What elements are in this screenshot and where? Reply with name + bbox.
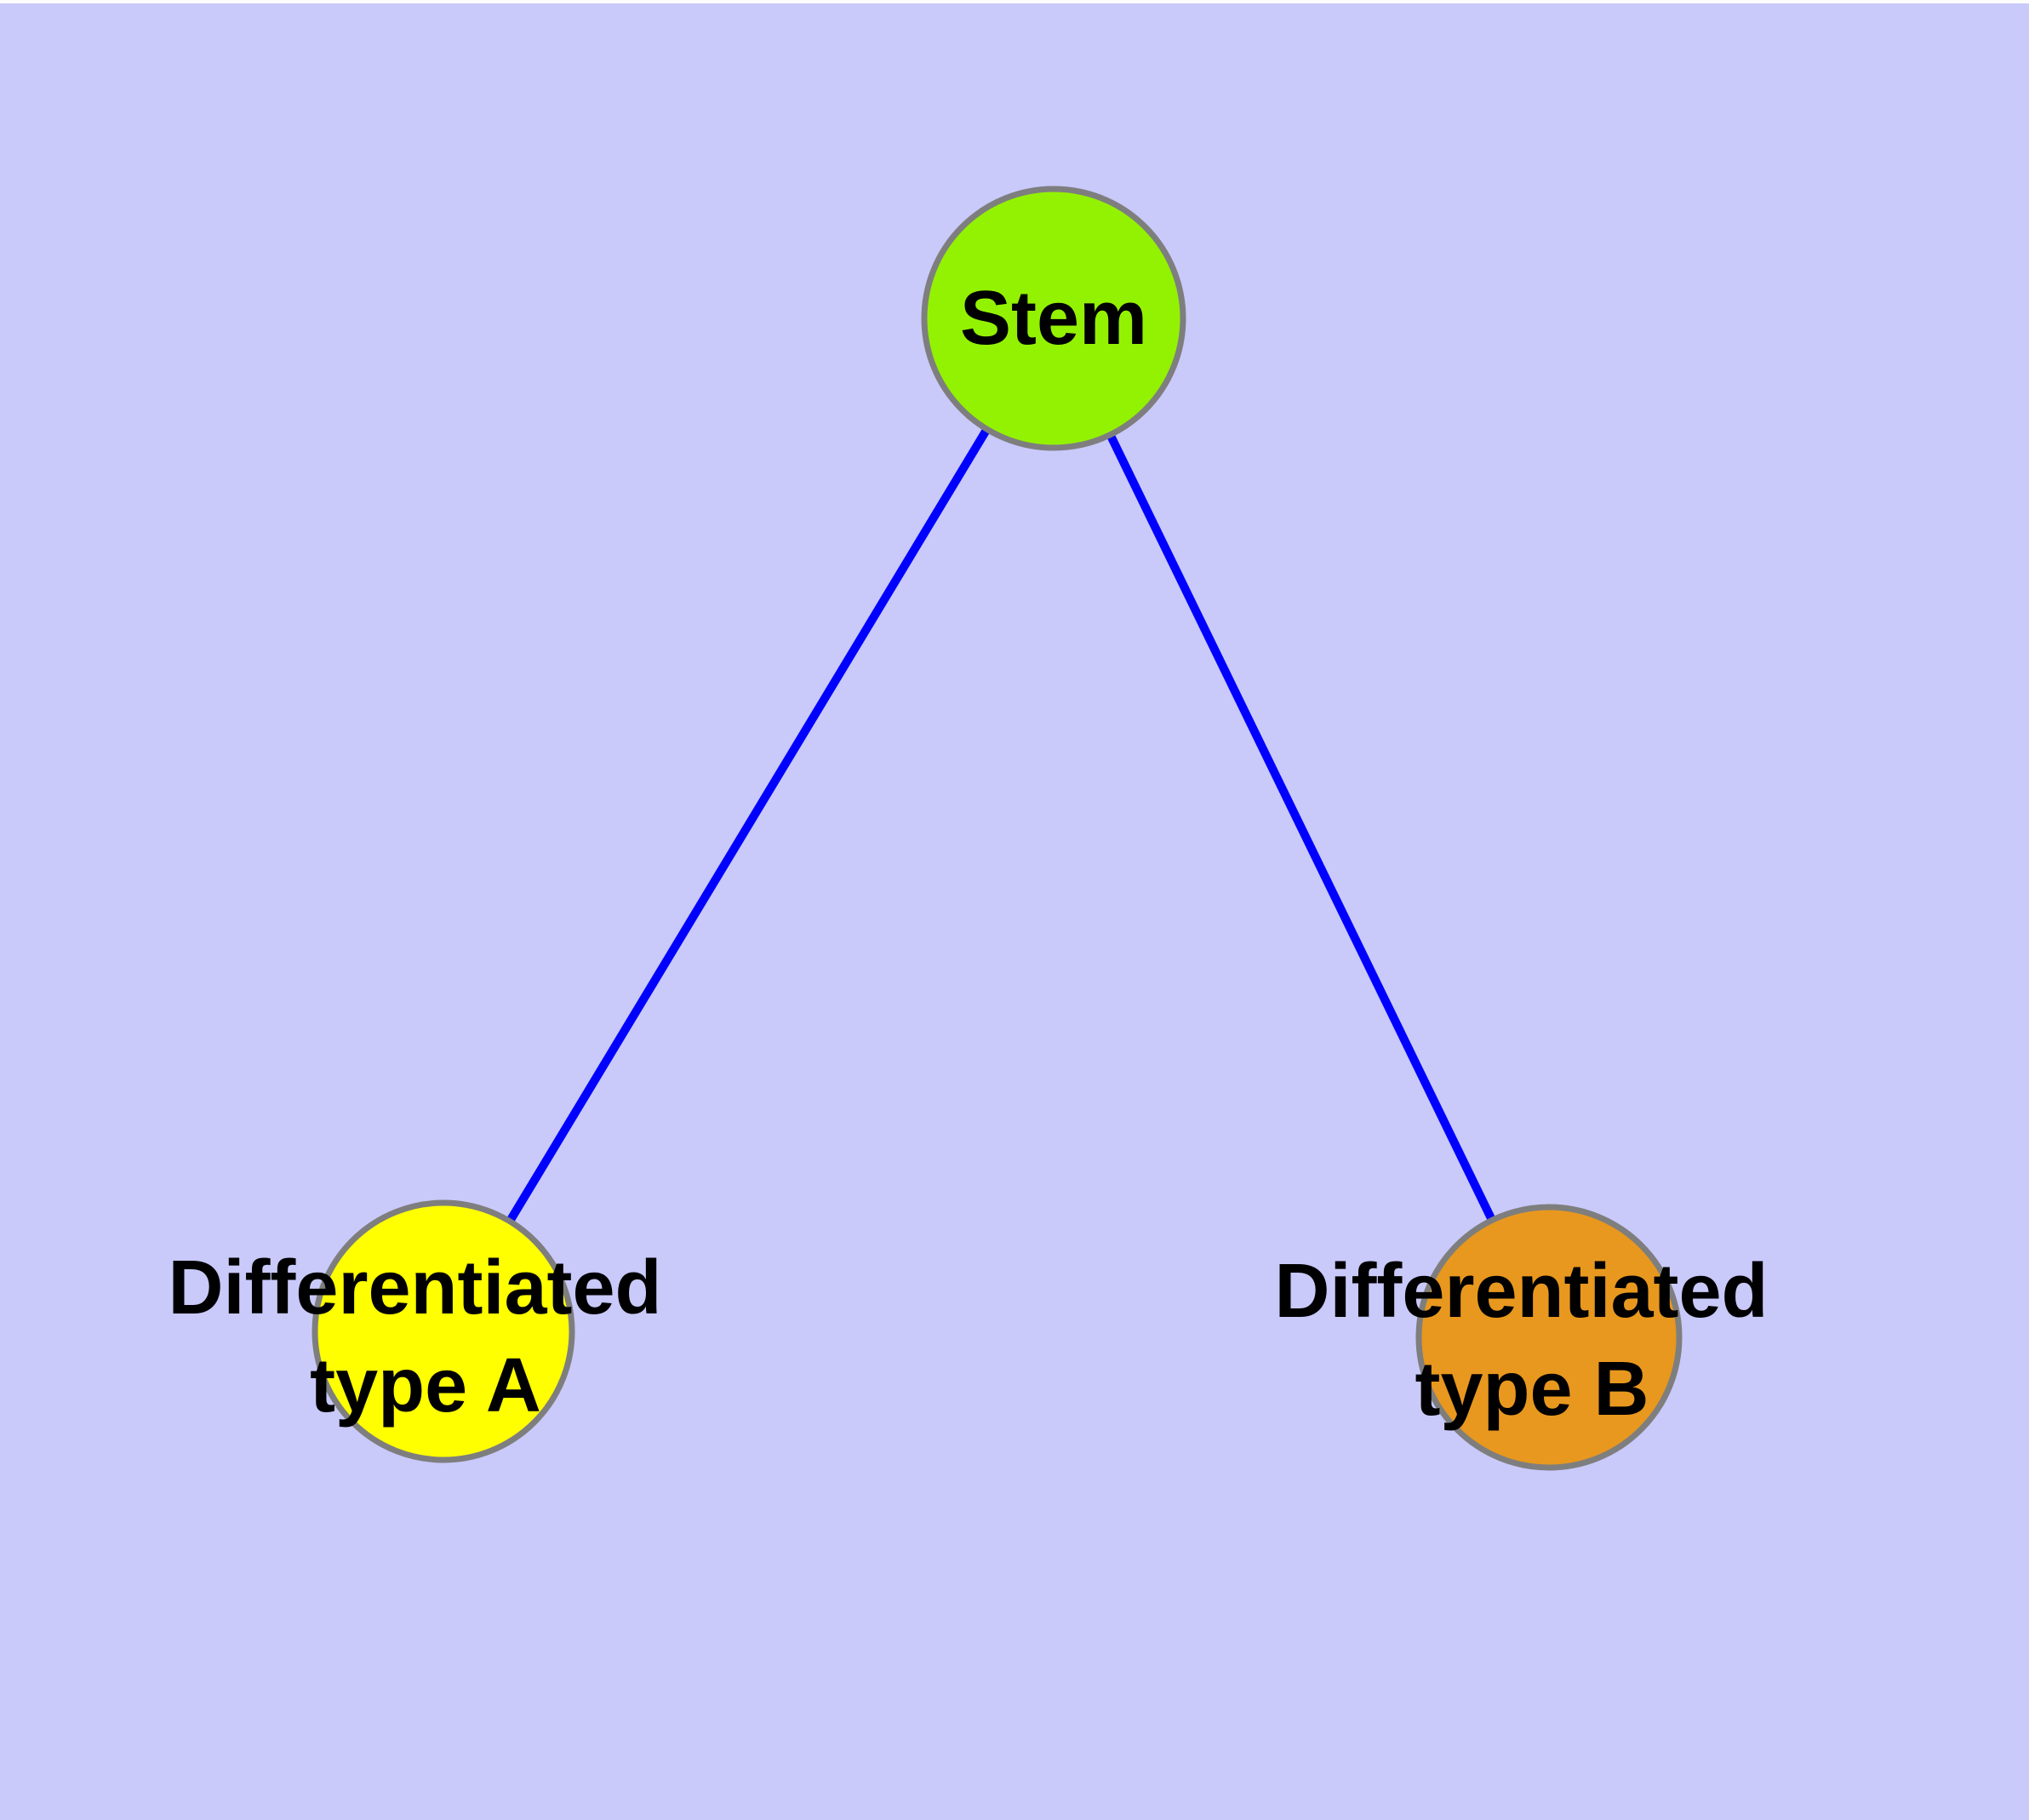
- canvas-top-strip: [0, 0, 2029, 3]
- node-group: [311, 186, 1683, 1471]
- node-differentiated-type-a-label-line2: type A: [310, 1343, 541, 1428]
- node-differentiated-type-a-label: Differentiated type A: [168, 1245, 683, 1428]
- edge-stem-to-type-a: [439, 316, 1058, 1334]
- node-stem-label-line1: Stem: [960, 276, 1147, 361]
- label-group: Stem Differentiated type A Differentiate…: [168, 276, 1789, 1432]
- node-differentiated-type-a[interactable]: [311, 1199, 575, 1463]
- edge-stem-to-type-b: [1049, 316, 1553, 1340]
- node-differentiated-type-b-label: Differentiated type B: [1274, 1249, 1789, 1432]
- node-stem[interactable]: [921, 186, 1186, 451]
- node-differentiated-type-a-label-line1: Differentiated: [168, 1245, 661, 1331]
- node-differentiated-type-b-label-line2: type B: [1415, 1347, 1649, 1432]
- node-differentiated-type-b[interactable]: [1415, 1204, 1683, 1471]
- node-differentiated-type-b-label-line1: Differentiated: [1274, 1249, 1768, 1334]
- node-stem-label: Stem: [960, 276, 1147, 361]
- edge-group: [439, 316, 1553, 1340]
